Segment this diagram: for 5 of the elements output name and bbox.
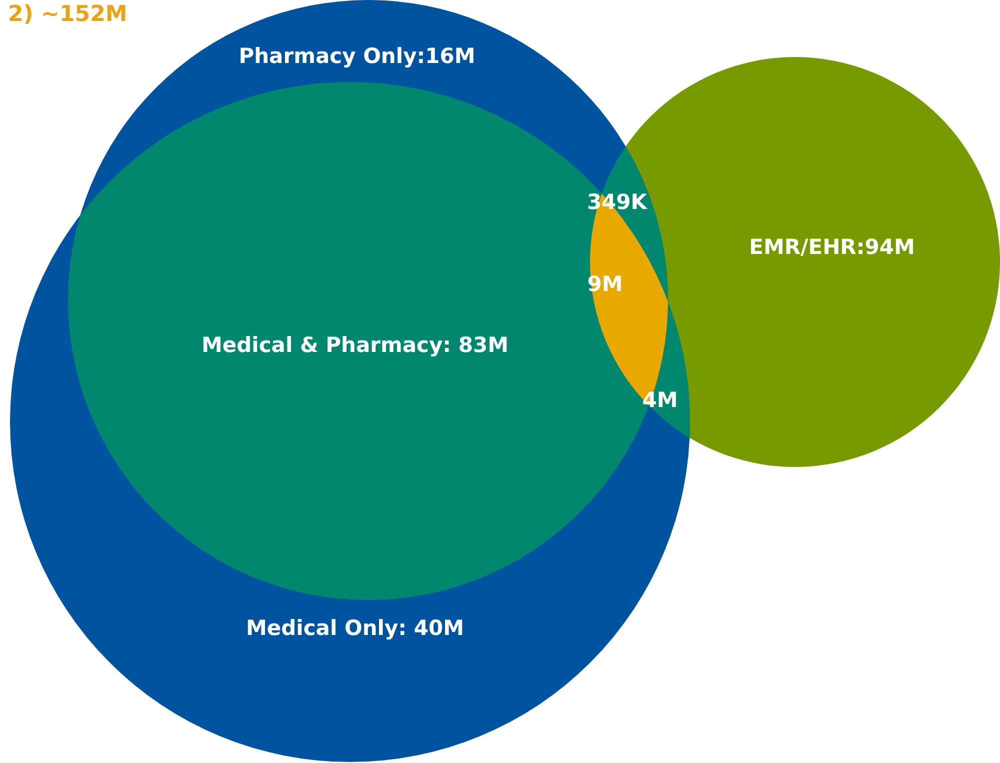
region-label: Pharmacy Only:16M [238,44,476,68]
region-label: Medical & Pharmacy: 83M [202,333,508,357]
region-label: Medical Only: 40M [246,616,464,640]
venn-title: 2) ~152M [8,2,128,27]
region-label: EMR/EHR:94M [749,235,915,259]
